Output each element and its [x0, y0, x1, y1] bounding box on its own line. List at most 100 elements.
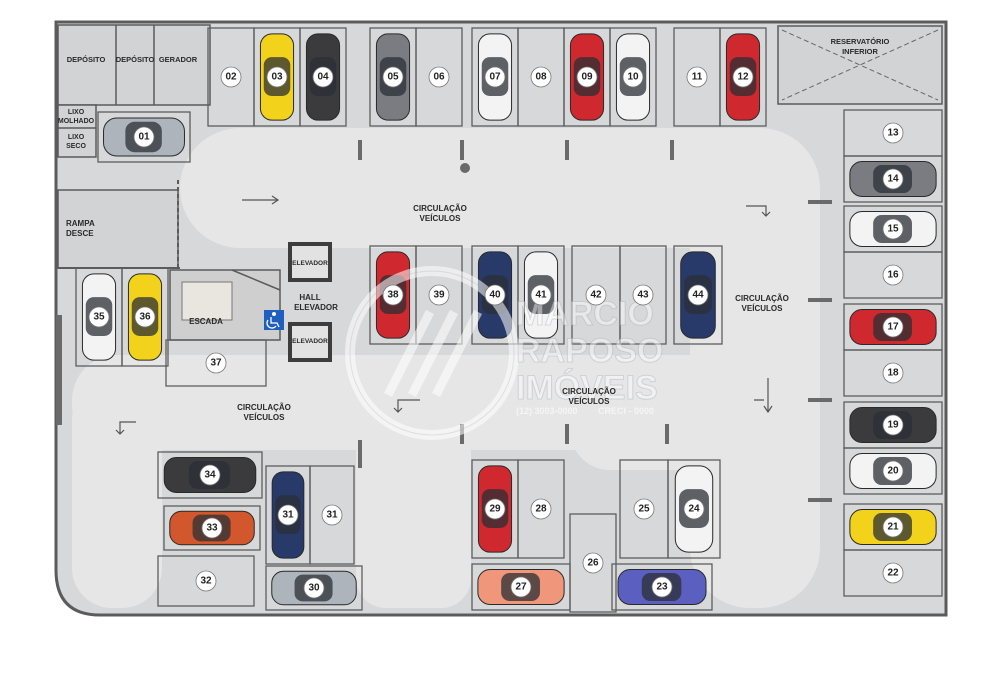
space-number-text: 18	[887, 368, 899, 379]
space-number-text: 16	[887, 270, 899, 281]
space-number-text: 34	[204, 470, 216, 481]
space-number-text: 40	[489, 290, 501, 301]
label-circ-right-2: VEÍCULOS	[742, 304, 784, 313]
direction-arrow-icon	[754, 378, 773, 414]
label-escada: ESCADA	[189, 317, 223, 326]
space-number-text: 07	[489, 72, 501, 83]
parking-space	[309, 465, 355, 565]
stair-elevator-core	[169, 242, 332, 362]
space-number-text: 11	[692, 72, 703, 83]
space-number-text: 09	[581, 72, 593, 83]
space-number-28: 28	[530, 498, 552, 520]
parking-space	[163, 505, 261, 551]
direction-arrows	[115, 195, 773, 435]
parking-space	[299, 27, 347, 127]
labels: DEPÓSITO DEPÓSITO GERADOR LIXO MOLHADO L…	[58, 37, 890, 422]
space-number-text: 21	[887, 522, 899, 533]
space-number-05: 05	[382, 66, 404, 88]
label-lixo-seco-2: SECO	[66, 143, 86, 150]
space-number-06: 06	[428, 66, 450, 88]
space-number-text: 04	[317, 72, 329, 83]
space-number-text: 17	[887, 322, 899, 333]
label-deposito-1: DEPÓSITO	[67, 55, 106, 64]
watermark-line3: IMÓVEIS	[516, 369, 658, 407]
space-number-text: 31	[282, 510, 294, 521]
space-number-39: 39	[428, 284, 450, 306]
space-number-text: 27	[515, 582, 527, 593]
reservoir-room	[777, 25, 943, 105]
parking-space	[719, 27, 767, 127]
space-number-14: 14	[882, 168, 904, 190]
space-number-04: 04	[312, 66, 334, 88]
space-number-27: 27	[510, 576, 532, 598]
space-number-text: 35	[93, 312, 105, 323]
space-number-text: 06	[433, 72, 445, 83]
label-hall-1: HALL	[299, 293, 320, 302]
parking-space	[619, 245, 667, 345]
circulation-aisles	[72, 128, 820, 608]
space-number-21: 21	[882, 516, 904, 538]
space-number-07: 07	[484, 66, 506, 88]
label-lixo-seco-1: LIXO	[68, 134, 85, 141]
label-lixo-molhado-2: MOLHADO	[58, 118, 95, 125]
parking-space	[611, 563, 713, 611]
label-circ-center-2: VEÍCULOS	[569, 397, 611, 406]
space-number-text: 13	[887, 128, 899, 139]
space-number-text: 02	[225, 72, 237, 83]
parking-space	[121, 267, 169, 367]
parking-space	[265, 565, 363, 611]
space-number-36: 36	[134, 306, 156, 328]
space-number-text: 23	[656, 582, 668, 593]
space-number-37: 37	[205, 352, 227, 374]
space-number-text: 44	[692, 290, 704, 301]
space-number-text: 37	[210, 358, 222, 369]
label-gerador: GERADOR	[159, 55, 198, 64]
space-number-24: 24	[683, 498, 705, 520]
label-elevador-1: ELEVADOR	[292, 260, 328, 267]
label-rampa-1: RAMPA	[66, 219, 95, 228]
space-number-text: 33	[206, 523, 218, 534]
watermark-line2: RAPOSO	[516, 332, 663, 370]
space-number-30: 30	[303, 577, 325, 599]
space-number-23: 23	[651, 576, 673, 598]
label-circ-left-2: VEÍCULOS	[244, 413, 286, 422]
space-number-text: 01	[138, 132, 150, 143]
watermark-phone: (12) 3003-0000	[516, 406, 578, 416]
label-lixo-molhado-1: LIXO	[68, 109, 85, 116]
space-number-text: 42	[590, 290, 602, 301]
label-reservatorio-2: INFERIOR	[842, 47, 878, 56]
space-number-text: 25	[638, 504, 650, 515]
space-number-text: 12	[737, 72, 749, 83]
label-hall-2: ELEVADOR	[294, 303, 338, 312]
parking-space	[415, 27, 463, 127]
watermark: MARCIO RAPOSO IMÓVEIS (12) 3003-0000 CRE…	[345, 266, 664, 440]
space-number-text: 24	[688, 504, 700, 515]
space-number-01: 01	[133, 126, 155, 148]
parking-space	[165, 339, 267, 387]
space-number-text: 41	[535, 290, 547, 301]
space-number-text: 28	[535, 504, 547, 515]
space-number-31: 31	[277, 504, 299, 526]
label-deposito-2: DEPÓSITO	[116, 55, 155, 64]
label-reservatorio-1: RESERVATÓRIO	[831, 37, 890, 46]
direction-arrow-icon	[115, 421, 136, 435]
space-number-13: 13	[882, 122, 904, 144]
space-number-text: 05	[387, 72, 399, 83]
space-number-34: 34	[199, 464, 221, 486]
space-number-text: 26	[587, 558, 599, 569]
space-number-text: 22	[887, 568, 899, 579]
label-elevador-2: ELEVADOR	[292, 338, 328, 345]
space-number-text: 10	[627, 72, 639, 83]
label-circ-left-1: CIRCULAÇÃO	[237, 403, 291, 412]
space-number-text: 15	[887, 224, 899, 235]
space-number-12: 12	[732, 66, 754, 88]
space-number-16: 16	[882, 264, 904, 286]
space-number-38: 38	[382, 284, 404, 306]
space-number-11: 11	[686, 66, 708, 88]
pillar-icon	[460, 163, 470, 173]
space-number-text: 08	[535, 72, 547, 83]
space-number-text: 30	[308, 583, 320, 594]
parking-space	[157, 555, 255, 607]
